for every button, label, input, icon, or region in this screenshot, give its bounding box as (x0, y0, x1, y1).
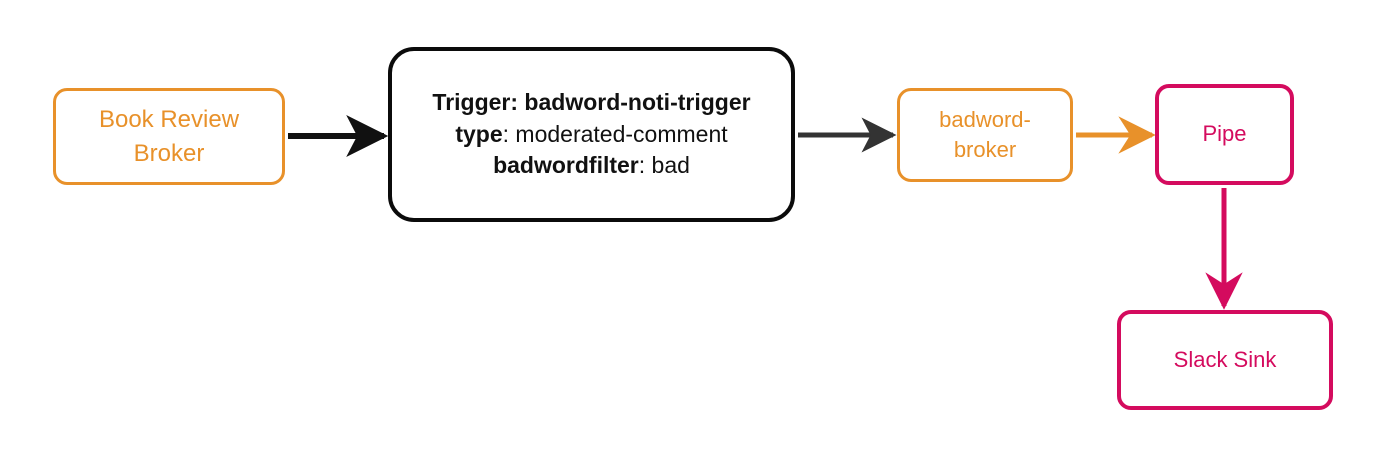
node-pipe[interactable]: Pipe (1155, 84, 1294, 185)
node-trigger[interactable]: Trigger: badword-noti-trigger type: mode… (388, 47, 795, 222)
node-slack-sink[interactable]: Slack Sink (1117, 310, 1333, 410)
node-pipe-label: Pipe (1202, 121, 1247, 147)
trigger-line-type: type: moderated-comment (455, 119, 727, 151)
node-slack-sink-label: Slack Sink (1173, 346, 1277, 372)
node-badword-broker-label: badword- broker (939, 106, 1031, 162)
trigger-type-key: type (455, 120, 503, 147)
node-book-review-broker[interactable]: Book Review Broker (53, 88, 285, 185)
node-book-review-broker-label: Book Review Broker (98, 106, 240, 167)
trigger-type-value: : moderated-comment (502, 120, 728, 147)
trigger-badwordfilter-key: badwordfilter (493, 152, 639, 179)
trigger-line-name: Trigger: badword-noti-trigger (432, 88, 751, 115)
trigger-line-badwordfilter: badwordfilter: bad (493, 150, 690, 182)
node-badword-broker[interactable]: badword- broker (897, 88, 1073, 182)
trigger-badwordfilter-value: : bad (638, 152, 690, 179)
